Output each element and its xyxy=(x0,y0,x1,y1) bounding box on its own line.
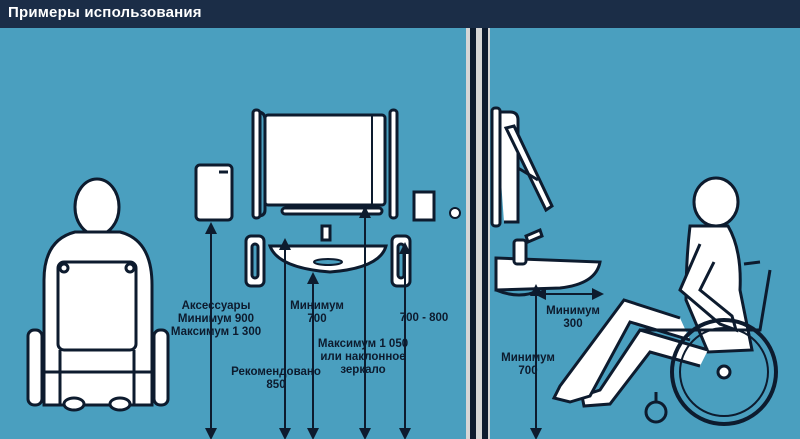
label-min-300-line1: Минимум xyxy=(546,305,600,317)
label-min-700-side: Минимум 700 xyxy=(498,352,558,378)
washbasin-side-icon xyxy=(494,227,602,297)
label-min-700-side-line1: Минимум xyxy=(501,352,555,364)
label-min-300-line2: 300 xyxy=(563,318,583,330)
dimension-lines-front xyxy=(205,206,411,439)
label-mirror-line1: Максимум 1 050 xyxy=(317,338,409,350)
label-mirror-line2: или наклонное xyxy=(320,351,406,363)
label-min-700-front: Минимум 700 xyxy=(286,300,348,326)
label-min-700-front-line2: 700 xyxy=(307,313,327,325)
soap-dispenser-icon xyxy=(412,190,436,222)
divider-edge-right xyxy=(482,28,488,439)
title-bar: Примеры использования xyxy=(0,0,800,28)
label-recommended-line1: Рекомендовано xyxy=(231,366,321,378)
mirror-side-icon xyxy=(490,106,554,228)
label-recommended-line2: 850 xyxy=(266,379,286,391)
wheelchair-user-side-icon xyxy=(551,176,778,426)
label-accessories: Аксессуары Минимум 900 Максимум 1 300 xyxy=(166,300,266,339)
button-icon xyxy=(449,207,461,219)
mirror-icon xyxy=(251,108,399,220)
label-accessories-line2: Минимум 900 xyxy=(177,313,255,325)
page-title: Примеры использования xyxy=(8,4,202,21)
dimension-lines-side xyxy=(530,284,604,439)
divider-edge-left xyxy=(470,28,476,439)
label-accessories-line3: Максимум 1 300 xyxy=(170,326,262,338)
label-mirror-height: Максимум 1 050 или наклонное зеркало xyxy=(314,338,412,377)
label-accessories-line1: Аксессуары xyxy=(181,300,251,312)
label-min-700-front-line1: Минимум xyxy=(290,300,344,312)
label-min-300: Минимум 300 xyxy=(543,305,603,331)
label-700-800: 700 - 800 xyxy=(399,312,449,324)
label-min-700-side-line2: 700 xyxy=(518,365,538,377)
dispenser-icon xyxy=(194,163,234,222)
wheelchair-user-back-icon xyxy=(26,177,170,412)
label-recommended: Рекомендовано 850 xyxy=(228,366,324,392)
label-mirror-line3: зеркало xyxy=(340,364,386,376)
